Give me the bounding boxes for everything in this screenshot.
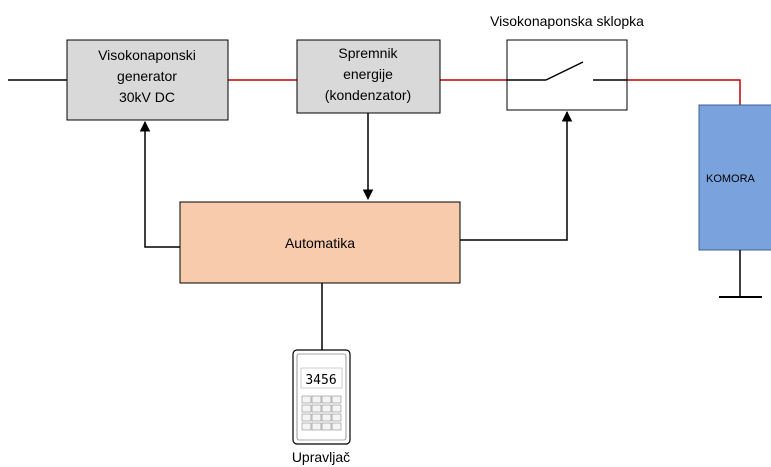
arrow-automation-to-switch [460, 110, 573, 241]
keypad-key [301, 395, 312, 404]
storage-label-line-1: Spremnik [338, 45, 398, 61]
controller-device: 3456 Upravljač [292, 349, 351, 465]
generator-label-line-3: 30kV DC [119, 89, 175, 105]
arrow-automation-to-generator [139, 120, 180, 248]
keypad-key [321, 413, 332, 422]
keypad-key [301, 422, 312, 431]
controller-label: Upravljač [292, 449, 350, 465]
keypad-key [311, 413, 322, 422]
automation-label: Automatika [285, 235, 355, 251]
keypad-key [321, 395, 332, 404]
keypad-key [321, 404, 332, 413]
keypad-key [331, 413, 342, 422]
keypad-key [331, 395, 342, 404]
keypad-key [311, 395, 322, 404]
automation-block: Automatika [179, 201, 461, 284]
generator-label-line-1: Visokonaponski [98, 47, 196, 63]
switch-block: Visokonaponska sklopka [490, 13, 644, 111]
chamber-block: KOMORA [698, 104, 771, 298]
chamber-label: KOMORA [706, 173, 756, 185]
controller-display-value: 3456 [305, 373, 336, 388]
switch-title: Visokonaponska sklopka [490, 13, 644, 29]
keypad-key [321, 422, 332, 431]
controller-display [300, 367, 343, 389]
keypad-key [301, 413, 312, 422]
switch-lever [545, 61, 584, 81]
storage-label-line-3: (kondenzator) [325, 87, 411, 103]
keypad-key [331, 422, 342, 431]
keypad-key [311, 422, 322, 431]
keypad-key [311, 404, 322, 413]
storage-label-line-2: energije [343, 66, 393, 82]
controller-keypad [301, 395, 342, 431]
keypad-key [331, 404, 342, 413]
keypad-key [301, 404, 312, 413]
storage-block: Spremnik energije (kondenzator) [296, 39, 441, 114]
generator-label-line-2: generator [117, 68, 177, 84]
generator-block: Visokonaponski generator 30kV DC [66, 39, 229, 121]
hv-line-switch-chamber [627, 79, 741, 105]
